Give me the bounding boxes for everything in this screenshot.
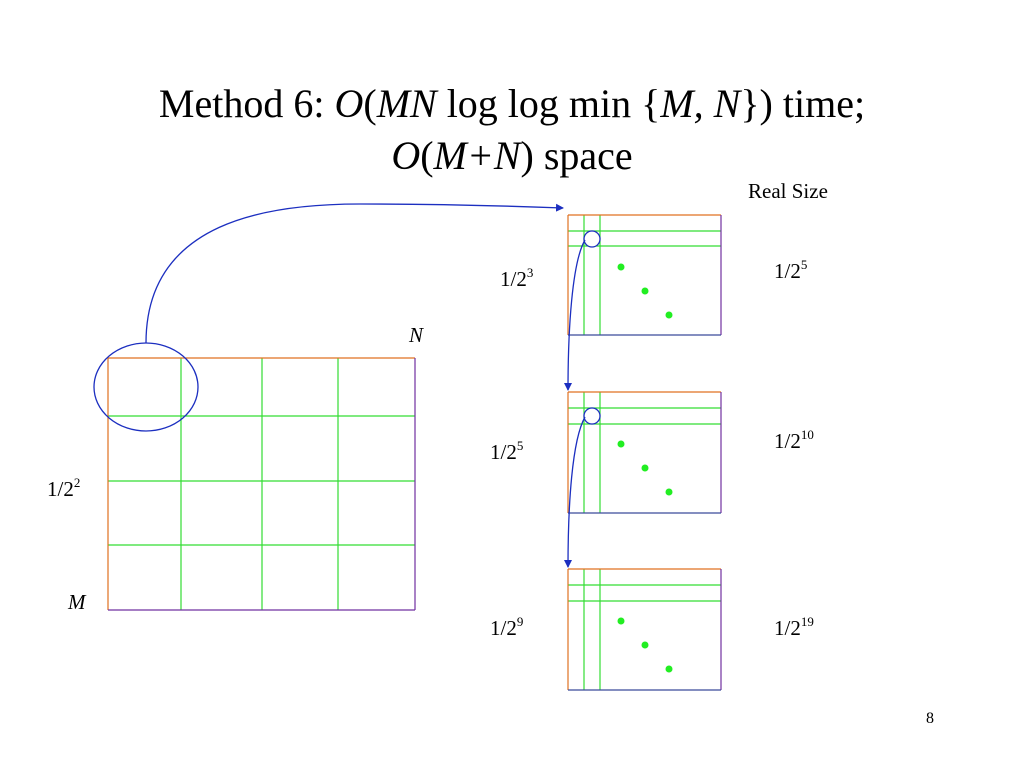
subgrid-2-highlight-circle bbox=[583, 407, 601, 425]
title-line-2: O(M+N) space bbox=[391, 133, 633, 178]
subgrid-2-scale-label: 1/25 bbox=[490, 438, 524, 464]
subgrid-2-dot-1 bbox=[617, 440, 625, 448]
subgrid-3-dot-1 bbox=[617, 617, 625, 625]
main-grid bbox=[107, 357, 416, 611]
subgrid-3 bbox=[567, 568, 722, 691]
subgrid-2-dot-2 bbox=[641, 464, 649, 472]
subgrid-2-real-size-label: 1/210 bbox=[774, 427, 814, 453]
subgrid-1-highlight-circle bbox=[583, 230, 601, 248]
page-number: 8 bbox=[926, 710, 934, 727]
n-axis-label: N bbox=[409, 323, 424, 347]
subgrid-1 bbox=[567, 214, 722, 336]
real-size-label: Real Size bbox=[748, 179, 828, 203]
title-line-1: Method 6: O(MN log log min {M, N}) time; bbox=[158, 81, 866, 126]
subgrid-2-dot-3 bbox=[665, 488, 673, 496]
subgrid-1-real-size-label: 1/25 bbox=[774, 257, 808, 283]
zoom-arrow-sub2-to-sub3 bbox=[564, 416, 586, 568]
m-axis-label: M bbox=[68, 590, 86, 614]
zoom-arrow-sub1-to-sub2 bbox=[564, 239, 586, 391]
highlight-ellipse bbox=[93, 342, 199, 432]
subgrid-3-dot-2 bbox=[641, 641, 649, 649]
subgrid-1-dot-2 bbox=[641, 287, 649, 295]
slide-title: Method 6: O(MN log log min {M, N}) time;… bbox=[0, 78, 1024, 182]
subgrid-3-dot-3 bbox=[665, 665, 673, 673]
zoom-arrow-main-to-sub1 bbox=[145, 203, 564, 344]
subgrid-1-dot-3 bbox=[665, 311, 673, 319]
subgrid-2 bbox=[567, 391, 722, 514]
subgrid-3-real-size-label: 1/219 bbox=[774, 614, 814, 640]
subgrid-1-dot-1 bbox=[617, 263, 625, 271]
main-grid-scale-label: 1/22 bbox=[47, 475, 81, 501]
subgrid-1-scale-label: 1/23 bbox=[500, 265, 534, 291]
subgrid-3-scale-label: 1/29 bbox=[490, 614, 524, 640]
